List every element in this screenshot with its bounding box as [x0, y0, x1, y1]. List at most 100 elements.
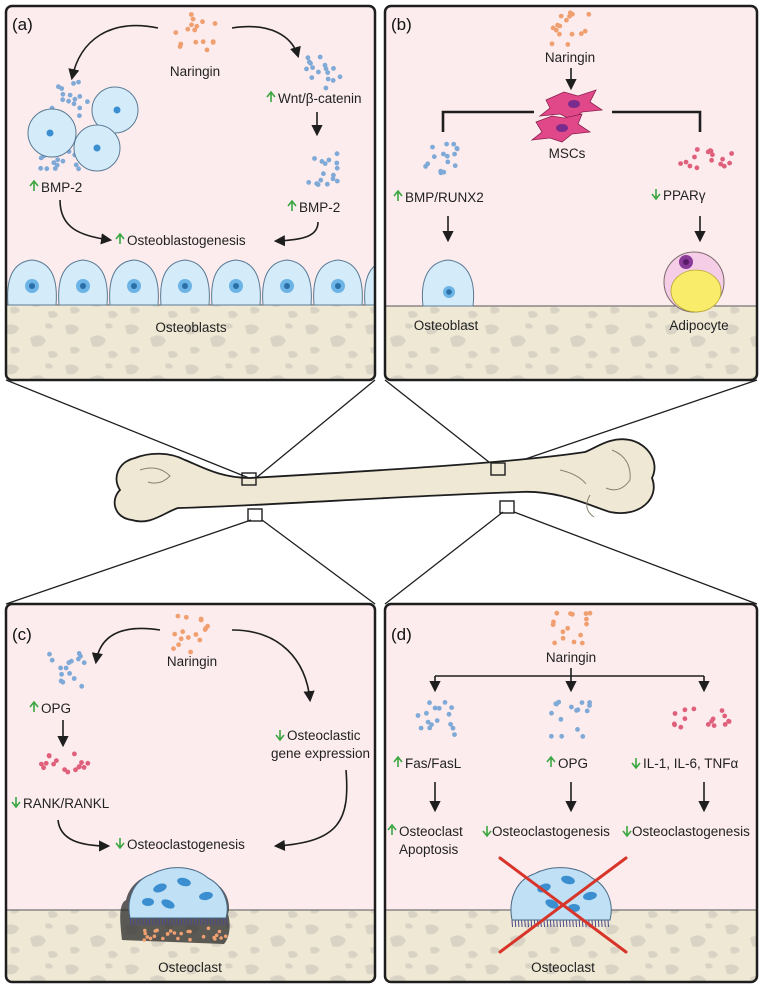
molecule-dot — [444, 153, 450, 159]
down-arrow-icon-osteoclastogenesis-c — [115, 838, 125, 850]
molecule-dot — [710, 152, 715, 158]
molecule-dot — [682, 716, 688, 722]
molecule-dot — [79, 760, 84, 765]
apoptosis-line2: Apoptosis — [399, 842, 459, 857]
molecule-dot — [85, 760, 91, 766]
molecule-dot — [430, 144, 435, 150]
zoom-box-d — [499, 500, 515, 514]
molecule-dot — [54, 758, 59, 763]
stem-cell-cluster — [27, 79, 139, 172]
ppar-label: PPARγ — [663, 188, 706, 203]
molecule-dot — [448, 721, 453, 727]
molecule-dot — [569, 704, 574, 710]
molecule-dot — [185, 635, 191, 640]
molecule-dot — [41, 765, 46, 771]
molecule-dot — [553, 27, 559, 33]
molecule-dot — [718, 161, 724, 167]
adipocyte-label: Adipocyte — [669, 318, 728, 333]
naringin-dots-b — [549, 10, 592, 47]
resorption-particle — [142, 938, 147, 942]
ruffled-border-villus — [161, 917, 163, 926]
molecule-dot — [192, 27, 198, 33]
molecule-dot — [198, 617, 204, 623]
molecule-dot — [185, 26, 191, 32]
down-arrow-icon-osteoclastogenesis-mid — [482, 826, 492, 838]
resorption-particle — [186, 929, 190, 934]
molecule-dot — [203, 625, 209, 631]
mscs-label: MSCs — [549, 146, 586, 161]
ruffled-border-villus — [139, 917, 141, 926]
molecule-dot — [549, 733, 554, 739]
molecule-dot — [39, 761, 44, 767]
naringin-dots-d — [550, 610, 593, 646]
ruffled-border-villus — [151, 917, 154, 926]
molecule-dot — [442, 700, 448, 705]
molecule-dot — [71, 101, 77, 107]
molecule-dot — [450, 725, 456, 731]
resorption-particle — [145, 935, 150, 939]
molecule-dot — [678, 161, 683, 167]
molecule-dot — [556, 699, 562, 705]
ruffled-border-villus — [183, 917, 186, 926]
opg-dots-d — [549, 699, 592, 739]
molecule-dot — [173, 30, 179, 35]
ruffled-border-villus — [158, 917, 160, 926]
down-arrow-icon-il — [631, 758, 641, 770]
resorption-particle — [188, 937, 192, 942]
molecule-dot — [555, 22, 560, 28]
molecule-dot — [304, 66, 309, 72]
molecule-dot — [425, 719, 431, 725]
molecule-dot — [52, 166, 58, 171]
molecule-dot — [200, 19, 205, 25]
gene-expression-line1: Osteoclastic — [287, 728, 361, 743]
molecule-dot — [306, 180, 312, 185]
opg-dots-c — [47, 651, 87, 689]
ruffled-border-villus — [578, 919, 581, 928]
molecule-dot — [565, 42, 571, 47]
molecule-dot — [558, 13, 564, 19]
ruffled-border-villus — [187, 917, 189, 926]
resorption-particle — [217, 929, 222, 934]
molecule-dot — [565, 625, 571, 631]
naringin-label-b: Naringin — [545, 50, 595, 65]
ruffled-border-villus — [174, 917, 176, 926]
molecule-dot — [321, 171, 326, 177]
molecule-dot — [554, 610, 560, 616]
osteoclastogenesis-mid: Osteoclastogenesis — [492, 824, 610, 839]
molecule-dot — [560, 635, 566, 641]
ruffled-border-villus — [517, 919, 520, 928]
ruffled-border-villus — [196, 917, 199, 926]
molecule-dot — [178, 41, 184, 47]
ruffled-border-villus — [193, 917, 195, 926]
molecule-dot — [587, 610, 593, 616]
molecule-dot — [568, 611, 573, 616]
ruffled-border-villus — [203, 917, 205, 926]
ruffled-border-villus — [180, 917, 183, 926]
ruffled-border-villus — [556, 919, 558, 928]
naringin-label-c: Naringin — [167, 654, 217, 669]
molecule-dot — [452, 732, 457, 737]
molecule-dot — [189, 22, 194, 28]
molecule-dot — [305, 55, 311, 61]
resorption-particle — [168, 929, 173, 933]
ruffled-border-villus — [219, 917, 221, 926]
molecule-dot — [557, 31, 562, 37]
molecule-dot — [452, 163, 458, 169]
up-arrow-icon-bmp-runx2 — [393, 189, 403, 201]
molecule-dot — [446, 711, 452, 717]
opg-label-d: OPG — [558, 756, 588, 771]
molecule-dot — [212, 21, 218, 26]
molecule-dot — [73, 162, 79, 168]
il-label: IL-1, IL-6, TNFα — [643, 756, 739, 771]
molecule-dot — [415, 713, 421, 718]
ruffled-border-villus — [190, 917, 192, 926]
molecule-dot — [319, 159, 325, 164]
arrow-naringin-to-gene-expression — [231, 629, 315, 703]
molecule-dot — [672, 711, 678, 716]
panel-c-label: (c) — [12, 625, 32, 644]
molecule-dot — [81, 765, 87, 770]
molecule-dot — [77, 113, 82, 119]
molecule-dot — [721, 163, 727, 169]
molecule-dot — [694, 165, 700, 171]
molecule-dot — [564, 17, 569, 23]
